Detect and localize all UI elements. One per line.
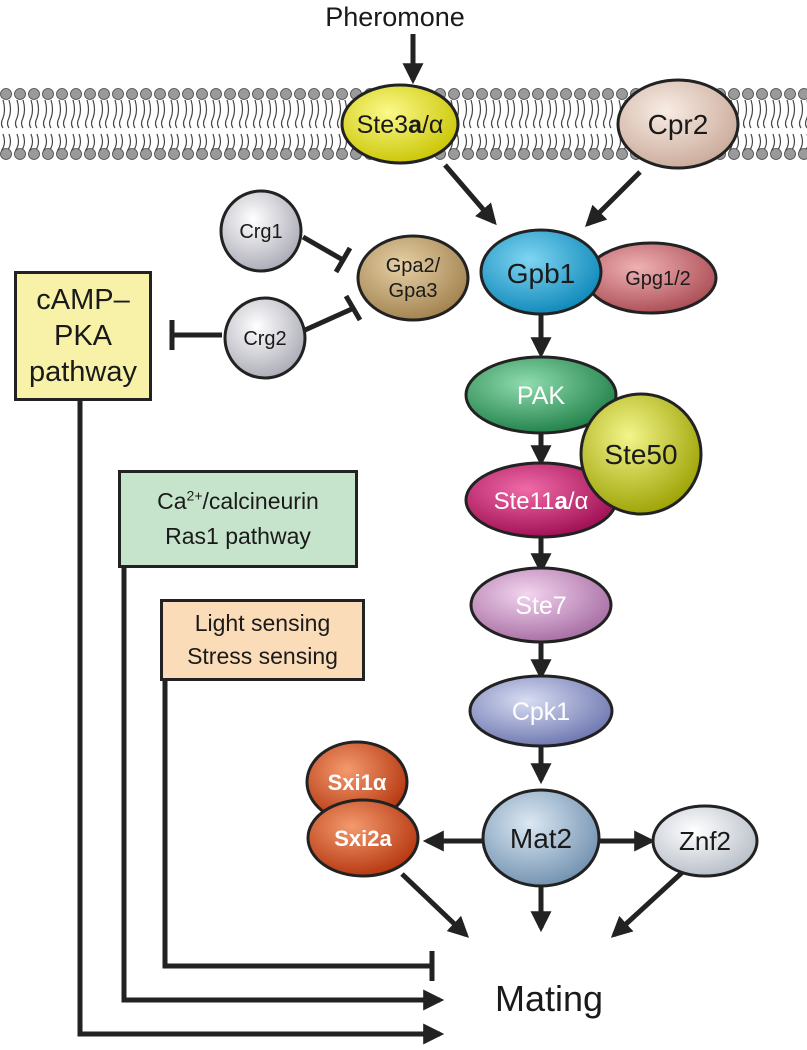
inhibit-light-mating [162,600,432,969]
svg-text:Znf2: Znf2 [679,826,731,856]
svg-text:Ste50: Ste50 [604,439,677,470]
svg-text:Sxi2a: Sxi2a [334,826,392,851]
node-crg2: Crg2 [223,296,307,380]
camp-line3: pathway [28,356,137,389]
node-znf2: Znf2 [651,804,759,878]
arrow-camp-mating [77,400,445,1045]
arrow-cpr2-gpb1 [585,170,642,227]
arrow-ste3-gpb1 [443,163,497,226]
node-cpr2: Cpr2 [616,78,740,170]
svg-text:Gpg1/2: Gpg1/2 [625,268,691,290]
svg-text:Mat2: Mat2 [510,823,572,854]
inhibit-crg1-gpa-bar [333,246,353,274]
node-ste3: Ste3a/α [340,83,460,165]
calcineurin-box: Ca2+/calcineurin Ras1 pathway [118,470,358,568]
inhibit-crg2-gpa [303,305,356,333]
node-gpa: Gpa2/ Gpa3 [356,234,470,322]
svg-text:Cpk1: Cpk1 [512,698,570,726]
light-line: Light sensing [194,610,331,637]
arrow-calcineurin-mating [121,534,445,1011]
svg-text:Ste11a/α: Ste11a/α [494,488,589,515]
node-ste11: Ste11a/α [464,461,618,539]
camp-pka-box: cAMP– PKA pathway [14,271,152,401]
node-mat2: Mat2 [481,788,601,888]
svg-text:Gpb1: Gpb1 [507,258,576,289]
arrow-sxi2-mating [400,872,470,938]
node-cpk1: Cpk1 [468,674,614,748]
node-ste50: Ste50 [579,392,703,516]
node-ste7: Ste7 [469,566,613,644]
svg-text:Gpa2/: Gpa2/ [386,255,441,277]
inhibit-crg2-gpa-bar [343,294,363,322]
node-pak: PAK [464,355,618,435]
calcineurin-line2: Ras1 pathway [165,523,311,549]
node-gpg: Gpg1/2 [584,241,718,315]
camp-line2: PKA [53,319,113,352]
svg-text:Ste3a/α: Ste3a/α [357,111,444,139]
camp-line1: cAMP– [36,283,130,316]
stress-line: Stress sensing [187,643,338,669]
svg-text:Cpr2: Cpr2 [648,109,709,140]
svg-text:Ste7: Ste7 [515,592,566,620]
node-gpb1: Gpb1 [479,228,603,316]
mating-label: Mating [495,978,603,1019]
inhibit-crg1-gpa [301,234,345,263]
arrow-znf2-mating [610,866,689,938]
calcineurin-line1: Ca2+/calcineurin [157,487,319,515]
node-crg1: Crg1 [219,189,303,273]
light-stress-box: Light sensing Stress sensing [160,599,365,681]
svg-text:PAK: PAK [517,382,565,410]
connections [77,163,689,1045]
svg-text:Crg1: Crg1 [239,221,282,243]
svg-text:Crg2: Crg2 [243,328,286,350]
svg-text:Gpa3: Gpa3 [389,280,438,302]
node-sxi2: Sxi2a [306,798,420,878]
svg-text:Sxi1α: Sxi1α [328,770,387,795]
pheromone-label: Pheromone [325,2,465,32]
